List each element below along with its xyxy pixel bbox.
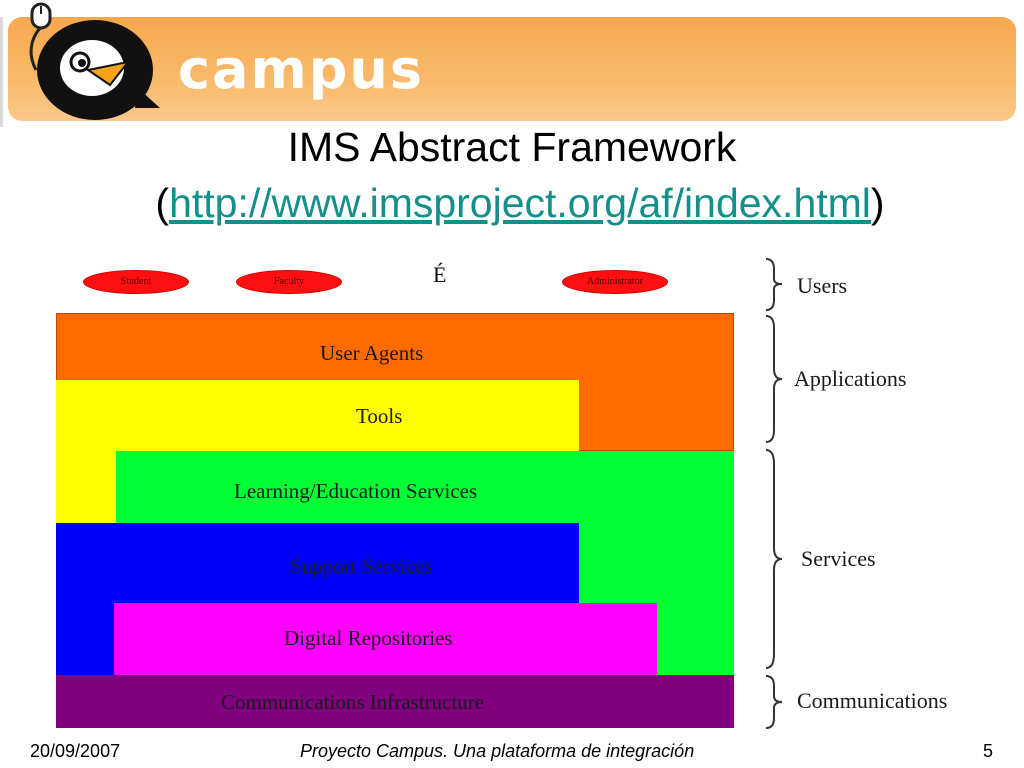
footer-page-number: 5 [983, 741, 994, 761]
label-user-agents: User Agents [320, 341, 424, 365]
group-applications: Applications [794, 366, 907, 391]
header-banner [8, 17, 1016, 121]
footer-date: 20/09/2007 [30, 741, 121, 761]
page-title: IMS Abstract Framework [287, 124, 737, 170]
layer-communications-infrastructure [56, 675, 734, 728]
label-learning-services: Learning/Education Services [234, 479, 478, 503]
layer-tools-lower [56, 450, 116, 523]
brace-users-icon [765, 258, 783, 311]
user-oval-student: Student [83, 270, 189, 294]
layer-digital-repositories [114, 603, 657, 675]
user-oval-faculty: Faculty [236, 270, 342, 294]
group-services: Services [801, 546, 876, 571]
users-ellipsis: É [433, 262, 447, 287]
brace-services-icon [765, 449, 783, 669]
group-communications: Communications [797, 688, 948, 713]
label-digital-repositories: Digital Repositories [284, 626, 453, 650]
label-tools: Tools [356, 404, 403, 428]
penguin-logo-icon [29, 2, 160, 120]
banner-edge [0, 17, 3, 127]
paren-close: ) [870, 180, 885, 226]
footer-caption: Proyecto Campus. Una plataforma de integ… [300, 741, 695, 761]
layer-tools [56, 380, 579, 451]
paren-open: ( [155, 180, 170, 226]
brace-communications-icon [765, 675, 783, 729]
brace-applications-icon [765, 315, 783, 443]
user-oval-administrator: Administrator [562, 270, 668, 294]
group-users: Users [797, 273, 848, 298]
framework-link[interactable]: http://www.imsproject.org/af/index.html [169, 180, 871, 226]
label-communications-infrastructure: Communications Infrastructure [221, 690, 485, 714]
brand-wordmark: campus [178, 38, 424, 101]
page-subtitle: (http://www.imsproject.org/af/index.html… [0, 180, 1024, 227]
label-support-services: Support Services [290, 554, 433, 578]
